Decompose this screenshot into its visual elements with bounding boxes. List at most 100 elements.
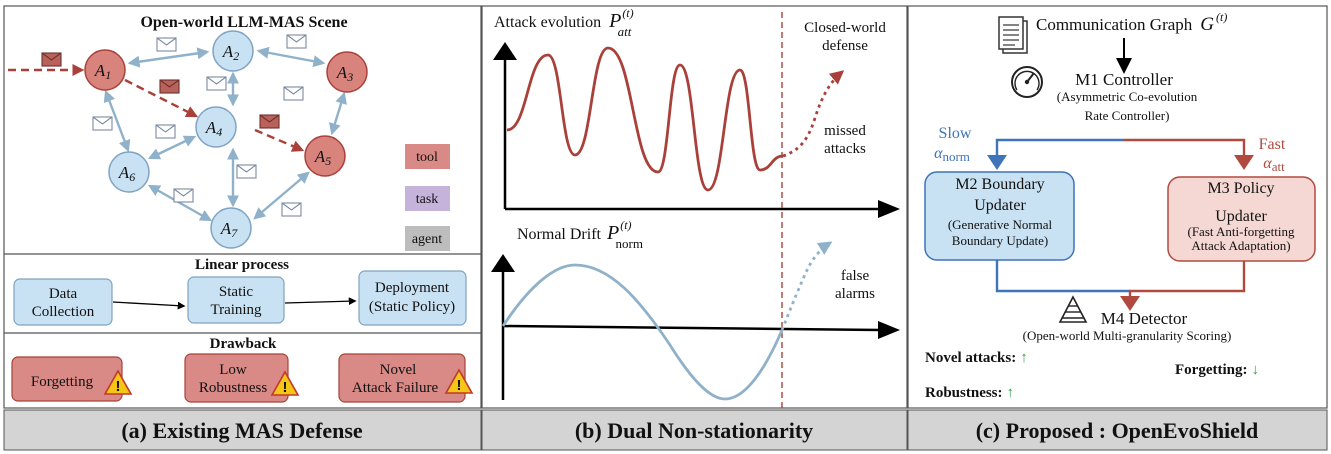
caption-b: (b) Dual Non-stationarity [575, 418, 813, 443]
pyramid-icon [1058, 295, 1088, 323]
message-icon [92, 116, 113, 131]
agent-label: A4 [205, 118, 222, 139]
attack-paths [8, 64, 305, 152]
m2-description: Boundary Update) [952, 233, 1048, 248]
m2-description: (Generative Normal [948, 217, 1053, 232]
process-step-label: (Static Policy) [369, 299, 455, 315]
agent-label: A3 [336, 63, 353, 84]
linear-process-title: Linear process [195, 257, 289, 273]
agent-label: A1 [94, 61, 111, 82]
legend: tool task agent [405, 144, 450, 251]
drawback-novel-attack-failure [338, 353, 466, 403]
drawback-label: Novel [380, 362, 417, 378]
attack-extrapolation [782, 70, 845, 158]
legend-swatch-task [405, 186, 450, 211]
legend-label-task: task [416, 192, 439, 207]
m2-title: M2 Boundary [955, 176, 1044, 193]
caption-bar-b [481, 409, 908, 451]
missed-attacks-label: attacks [824, 141, 866, 157]
drawback-label: Forgetting [31, 374, 94, 390]
process-flow: Data Collection Static Training Deployme… [13, 270, 467, 326]
message-icon [283, 86, 304, 101]
process-step-deployment [358, 270, 467, 326]
process-step-label: Collection [32, 304, 95, 320]
message-icon [236, 164, 257, 179]
agent-node-a1: A1 [84, 49, 126, 91]
result-novel-attacks: Novel attacks:↑ [925, 350, 1028, 366]
agent-node-a6: A6 [108, 151, 150, 193]
agent-node-a5: A5 [304, 135, 346, 177]
scene-title: Open-world LLM-MAS Scene [140, 14, 347, 31]
normal-extrapolation [780, 241, 833, 331]
agent-label: A6 [118, 163, 135, 184]
agent-node-a3: A3 [326, 51, 368, 93]
result-robustness: Robustness:↑ [925, 385, 1014, 401]
attack-x-axis-arrow [878, 200, 900, 218]
message-icon [286, 34, 307, 49]
fast-arrow [1234, 155, 1254, 170]
caption-bar-a [3, 409, 482, 451]
agent-label: A7 [220, 219, 238, 240]
m1-title: M1 Controller [1075, 70, 1173, 89]
message-icon [281, 202, 302, 217]
drawback-label: Low [219, 362, 247, 378]
normal-x-axis [502, 324, 881, 332]
process-step-label: Data [49, 286, 78, 302]
fast-label: Fast [1259, 136, 1286, 153]
agent-node-a4: A4 [195, 106, 237, 148]
legend-swatch-tool [405, 144, 450, 169]
message-icon [156, 37, 177, 52]
m3-title: M3 Policy [1207, 180, 1274, 197]
message-icon [155, 124, 176, 139]
malicious-message-icon [159, 79, 180, 94]
legend-swatch-agent [405, 226, 450, 251]
m2-boundary-updater-box [924, 171, 1075, 261]
captions: (a) Existing MAS Defense (b) Dual Non-st… [3, 409, 1328, 451]
agent-node-a2: A2 [212, 30, 254, 72]
false-alarms-label: alarms [835, 286, 875, 302]
m3-title: Updater [1215, 208, 1267, 225]
agent-edges [103, 46, 347, 222]
drawback-label: Robustness [199, 380, 268, 396]
input-arrow [1116, 58, 1132, 74]
m1-description: Rate Controller) [1085, 108, 1170, 123]
process-step-static-training [187, 276, 285, 324]
m4-description: (Open-world Multi-granularity Scoring) [1023, 328, 1232, 343]
message-icon [173, 188, 194, 203]
message-envelopes [41, 34, 307, 217]
agent-node-a7: A7 [210, 207, 252, 249]
slow-label: Slow [939, 125, 972, 142]
drawbacks: Forgetting Low Robustness Novel Attack F… [11, 353, 473, 403]
process-step-data-collection [13, 278, 113, 326]
drawback-label: Attack Failure [352, 380, 439, 396]
agent-label: A2 [222, 42, 239, 63]
malicious-message-icon [41, 52, 62, 67]
false-alarms-label: false [841, 268, 870, 284]
process-step-label: Training [210, 302, 262, 318]
m1-description: (Asymmetric Co-evolution [1057, 89, 1198, 104]
malicious-message-icon [259, 114, 280, 129]
m3-description: Attack Adaptation) [1191, 238, 1290, 253]
caption-a: (a) Existing MAS Defense [121, 418, 363, 443]
m2-title: Updater [974, 197, 1026, 214]
message-icon [206, 76, 227, 91]
normal-curve [501, 263, 784, 401]
caption-c: (c) Proposed : OpenEvoShield [976, 418, 1259, 443]
missed-attacks-label: missed [824, 123, 866, 139]
result-forgetting: Forgetting:↓ [1175, 362, 1259, 378]
m3-description: (Fast Anti-forgetting [1187, 224, 1295, 239]
closed-world-label: Closed-world [804, 20, 886, 36]
closed-world-label: defense [822, 38, 868, 54]
process-step-label: Static [219, 284, 254, 300]
normal-y-axis-arrow [491, 254, 515, 272]
normal-x-axis-arrow [878, 321, 900, 339]
caption-bar-c [907, 409, 1328, 451]
merge-arrow [1120, 296, 1140, 311]
drawback-title: Drawback [210, 336, 277, 352]
